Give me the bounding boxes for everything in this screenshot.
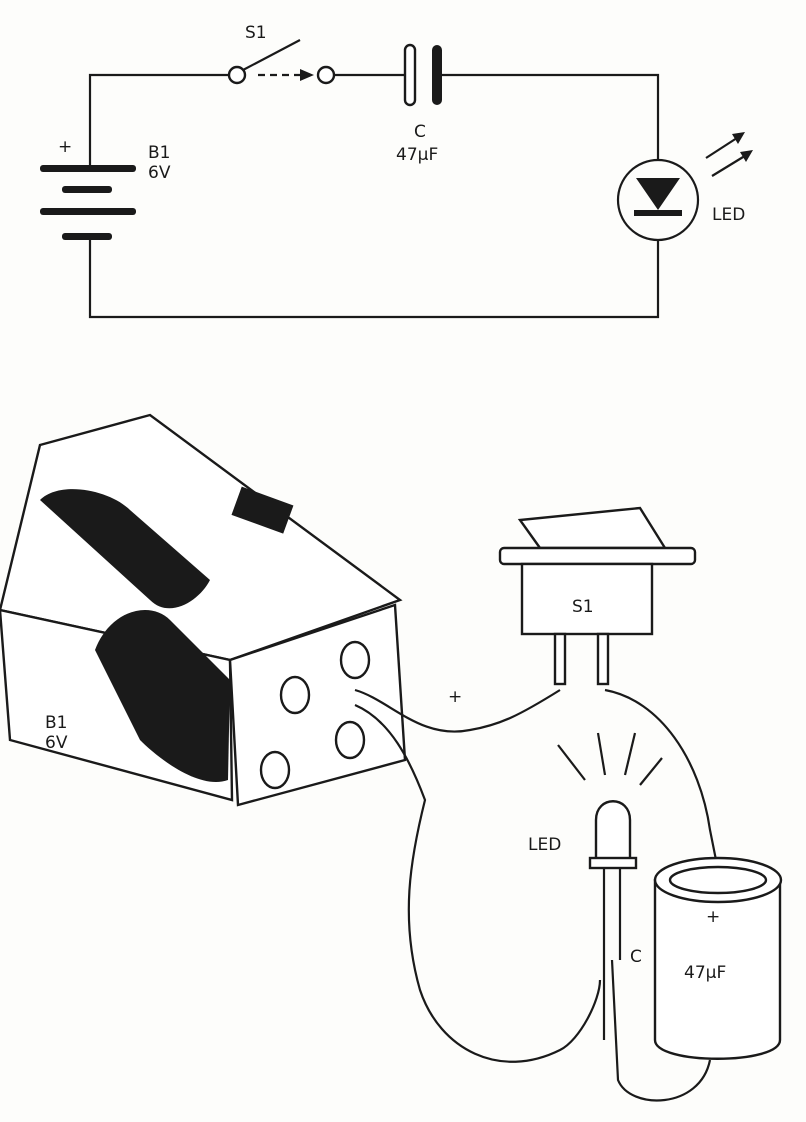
battery-plus: + [58, 137, 72, 157]
assembly: B1 6V + S1 LED C + 47µF [0, 413, 783, 1102]
led-component [557, 732, 663, 1040]
switch-symbol [227, 39, 336, 85]
schematic: S1 C 47µF + B1 6V LED [40, 23, 753, 319]
capacitor-value: 47µF [396, 145, 438, 165]
switch-label: S1 [572, 597, 594, 617]
battery-voltage: 6V [148, 163, 171, 183]
schematic-wire-loop [88, 73, 660, 319]
battery-voltage: 6V [45, 733, 68, 753]
capacitor-symbol [403, 43, 442, 107]
wires [354, 688, 720, 1102]
battery-holder [0, 413, 407, 807]
led-label: LED [528, 835, 561, 855]
led-symbol [616, 132, 753, 242]
led-label: LED [712, 205, 745, 225]
battery-label: B1 [148, 143, 170, 163]
capacitor-lead-label: C [630, 947, 642, 967]
rocker-switch [498, 506, 697, 686]
battery-symbol [40, 165, 136, 240]
capacitor-component [653, 856, 783, 1060]
capacitor-plus: + [706, 907, 720, 927]
wire-plus: + [448, 687, 462, 707]
capacitor-value: 47µF [684, 963, 726, 983]
capacitor-label: C [414, 122, 426, 142]
switch-label: S1 [245, 23, 267, 43]
battery-label: B1 [45, 713, 67, 733]
